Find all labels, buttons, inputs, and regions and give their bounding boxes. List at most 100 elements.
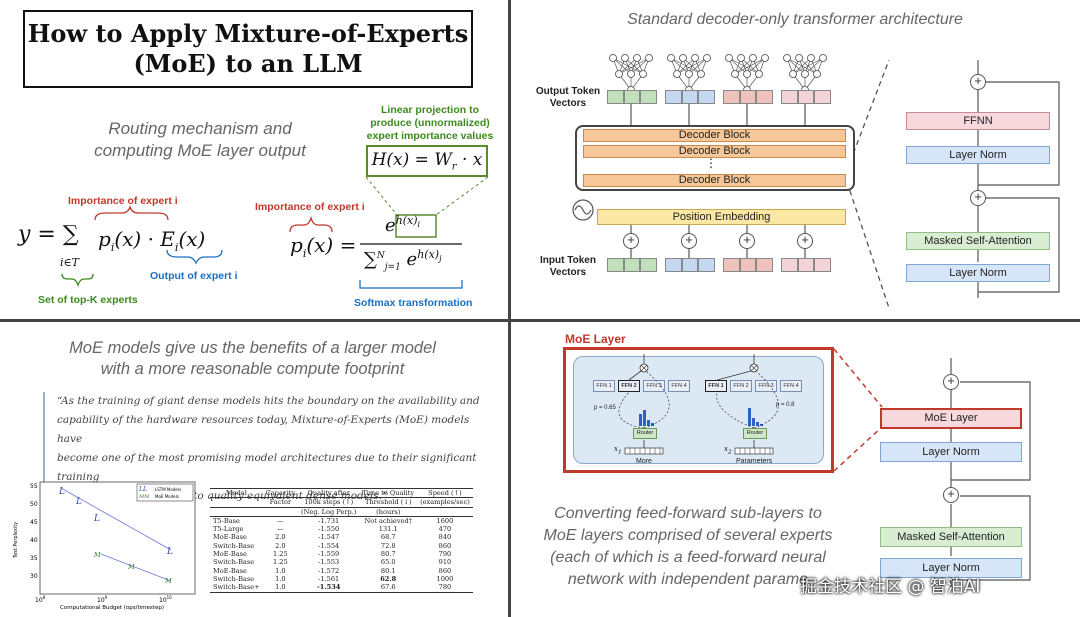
table-cell: -1.561 (318, 574, 340, 583)
table-cell: 2.0 (275, 533, 286, 542)
table-cell: 80.7 (380, 550, 396, 559)
moe-layer-inner (573, 356, 824, 464)
table-header-cell: Quality after (307, 489, 350, 497)
ffn-expert-left-3: FFN 3 (643, 380, 665, 392)
y-tick: 30 (30, 573, 38, 580)
table-cell: -1.550 (318, 525, 340, 534)
table-cell: 1.0 (275, 566, 286, 575)
add-icon: + (623, 233, 639, 249)
table-cell: -1.572 (318, 566, 340, 575)
output-token-2 (665, 90, 716, 104)
table-cell: 1.25 (273, 550, 288, 559)
output-annotation: Output of expert i (150, 270, 238, 282)
x-tick: 1010 (159, 595, 172, 604)
table-cell: 860 (438, 566, 452, 575)
moe-point: M (127, 563, 135, 571)
position-embedding-block: Position Embedding (597, 209, 846, 225)
token-x1-label: x1 (614, 445, 622, 455)
formula-p-sub: i (302, 247, 307, 260)
table-header-cell: (hours) (376, 507, 401, 516)
table-cell: -1.559 (318, 550, 340, 559)
input-token-1 (607, 258, 658, 272)
horizontal-divider (0, 319, 1080, 322)
input-token-label: Input Token Vectors (530, 255, 606, 279)
caption-line-3: (each of which is a feed-forward neural (550, 549, 826, 566)
table-cell: T5-Base (213, 516, 240, 525)
table-cell: T5-Large (213, 525, 244, 534)
table-cell: -1.553 (318, 558, 340, 567)
input-token-2 (665, 258, 716, 272)
x2: x (724, 445, 728, 453)
table-cell: 910 (438, 558, 452, 567)
table-cell: Not achieved† (364, 516, 412, 525)
table-cell: 470 (438, 525, 452, 534)
table-cell: Switch-Base+ (213, 583, 260, 592)
moe-layer-norm-bottom: Layer Norm (880, 558, 1022, 578)
ffn-expert-left-4: FFN 4 (668, 380, 690, 392)
table-header-cell (417, 507, 473, 516)
benefits-title-line-1: MoE models give us the benefits of a lar… (69, 339, 436, 357)
numerator-sup-sub: i (417, 220, 421, 230)
table-cell: Switch-Base (213, 541, 255, 550)
y-tick: 45 (30, 519, 38, 526)
ffn-expert-right-3: FFN 3 (755, 380, 777, 392)
x-tick: 108 (35, 595, 46, 604)
table-header-cell: Threshold (↓) (365, 498, 412, 507)
table-cell: 1600 (436, 516, 454, 525)
moe-decoder-arrows (950, 358, 1031, 588)
importance-annotation-left: Importance of expert i (68, 195, 178, 207)
legend-lstm-marker: LL (138, 486, 147, 493)
table-cell: 67.6 (380, 583, 396, 592)
neural-net-icon (725, 54, 769, 104)
table-cell: 2.0 (275, 541, 286, 550)
table-cell: 860 (438, 541, 452, 550)
neural-net-icon (667, 54, 711, 104)
add-icon: + (970, 74, 986, 90)
table-header-cell: (Neg. Log Perp.) (301, 507, 357, 516)
table-header-cell: Factor (269, 498, 292, 507)
denominator-sup-sub: j (439, 254, 442, 264)
x2-sub: 2 (727, 449, 732, 456)
table-header-cell: 100k steps (↑) (304, 498, 354, 507)
linear-annotation-line-2: produce (unnormalized) (370, 117, 490, 129)
y-axis-label: Test Perplexity (13, 522, 19, 559)
y-tick: 35 (30, 555, 38, 562)
decoder-block-2: Decoder Block (583, 145, 846, 158)
moe-benefits-title: MoE models give us the benefits of a lar… (20, 338, 485, 380)
ffn-expert-right-4: FFN 4 (780, 380, 802, 392)
table-header-cell: Time to Quality (362, 489, 415, 497)
router-left: Router (633, 428, 657, 439)
table-cell: -1.547 (318, 533, 340, 542)
output-token-4 (781, 90, 832, 104)
caption-line-1: Converting feed-forward sub-layers to (554, 505, 822, 522)
importance-annotation-right: Importance of expert i (255, 201, 365, 213)
numerator-sup: h(x) (395, 214, 418, 227)
token-word-left: More (636, 458, 652, 465)
table-header-cell: Model (225, 489, 247, 497)
vertical-divider (508, 0, 511, 617)
quote-line-1: “As the training of giant dense models h… (57, 395, 480, 407)
table-cell: MoE-Base (213, 566, 247, 575)
input-token-label-2: Vectors (549, 267, 587, 278)
table-header-cell (263, 507, 298, 516)
lstm-point: L (58, 487, 65, 497)
table-header-cell: (examples/sec) (420, 498, 470, 507)
y-tick: 40 (30, 537, 38, 544)
ffnn-block: FFNN (906, 112, 1050, 130)
title-line-1: How to Apply Mixture-of-Experts (27, 19, 469, 48)
neural-net-icons (609, 54, 827, 104)
table-cell: 1.0 (275, 574, 286, 583)
table-cell: Switch-Base (213, 558, 255, 567)
table-cell: Switch-Base (213, 574, 255, 583)
quote-line-2: capability of the hardware resources tod… (57, 414, 470, 445)
decoder-block-3: Decoder Block (583, 174, 846, 187)
main-title-box: How to Apply Mixture-of-Experts(MoE) to … (23, 10, 473, 88)
add-icon: + (970, 190, 986, 206)
x-tick: 109 (97, 595, 108, 604)
